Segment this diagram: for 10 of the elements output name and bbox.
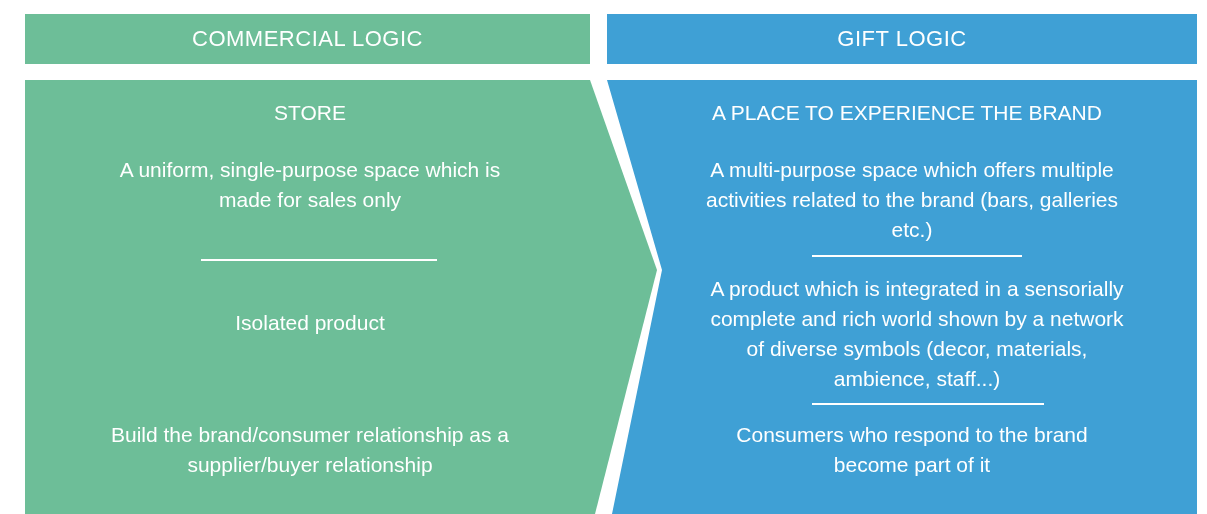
panel-text: Build the brand/consumer relationship as a supplier/buyer relationship [109,422,511,478]
panel-text: Isolated product [234,310,386,336]
column-header: COMMERCIAL LOGIC [25,14,590,64]
panel-text: A product which is integrated in a sensorially complete and rich world shown by a network of diverse symbols (decor, materials, ambience, staff...) [709,276,1125,392]
column-header: GIFT LOGIC [607,14,1197,64]
panel-text: Consumers who respond to the brand become part of it [735,422,1089,478]
panel-heading: STORE [273,100,347,126]
panel-text: A uniform, single-purpose space which is made for sales only [118,157,502,213]
panel-text: A multi-purpose space which offers multiple activities related to the brand (bars, galleries etc.) [704,157,1119,243]
panel-heading: A PLACE TO EXPERIENCE THE BRAND [711,100,1103,126]
